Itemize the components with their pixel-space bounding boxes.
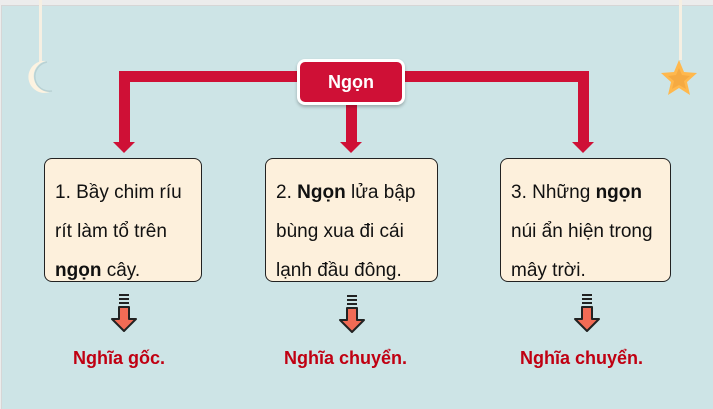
example-card-1: 1. Bầy chim ríu rít làm tổ trên ngọn cây… [44, 158, 202, 282]
connector-left-vertical [119, 71, 130, 143]
example-number: 2. [276, 182, 292, 203]
example-text-after: núi ẩn hiện trong mây trời. [511, 221, 653, 281]
striped-down-arrow-icon [339, 295, 365, 333]
example-card-3: 3. Những ngọn núi ẩn hiện trong mây trời… [500, 158, 671, 282]
moon-icon [28, 60, 53, 93]
striped-down-arrow-icon [574, 294, 600, 332]
example-text-after: lửa bập bùng xua đi cái lạnh đầu đông. [276, 182, 416, 281]
example-number: 1. [55, 182, 71, 203]
star-string [679, 0, 682, 60]
connector-right-vertical [578, 71, 589, 143]
moon-string [39, 0, 42, 62]
connector-center-vertical [346, 99, 357, 143]
title-word-box: Ngọn [297, 59, 405, 105]
meaning-label-2: Nghĩa chuyển. [284, 348, 408, 368]
example-number: 3. [511, 182, 527, 203]
example-text-before: Những [526, 182, 596, 203]
striped-down-arrow-icon [111, 294, 137, 332]
arrow-head-center [340, 142, 362, 153]
example-keyword: ngọn [595, 182, 642, 203]
arrow-head-left [113, 142, 135, 153]
arrow-head-right [572, 142, 594, 153]
title-word: Ngọn [328, 71, 374, 92]
meaning-label-3: Nghĩa chuyển. [520, 348, 644, 368]
example-keyword: Ngọn [297, 182, 346, 203]
star-icon [661, 60, 697, 95]
meaning-label-1: Nghĩa gốc. [73, 348, 166, 368]
example-text-after: cây. [101, 260, 141, 281]
example-text-before: Bầy chim ríu rít làm tổ trên [55, 182, 182, 242]
example-keyword: ngọn [55, 260, 102, 281]
example-card-2: 2. Ngọn lửa bập bùng xua đi cái lạnh đầu… [265, 158, 438, 282]
